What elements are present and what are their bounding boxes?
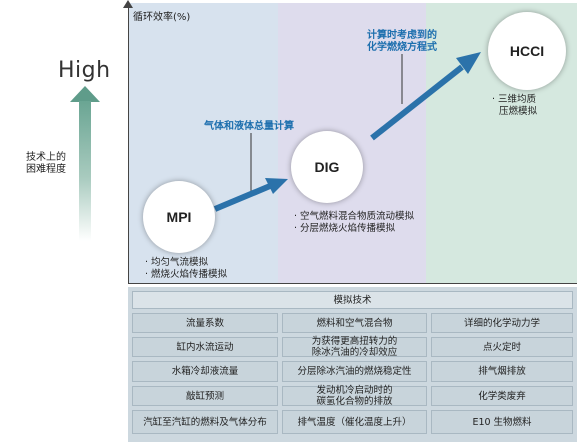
difficulty-label: 技术上的 困难程度 [18, 152, 74, 176]
dig-note-2: · 分层燃烧火焰传播模拟 [294, 223, 396, 234]
table-cell: 排气温度（催化温度上升） [282, 410, 427, 434]
x-axis [128, 283, 577, 284]
mpi-to-dig-label: 气体和液体总量计算 [204, 121, 294, 132]
dig-to-hcci-label-1: 计算时考虑到的 [367, 30, 437, 41]
table-cell: 分层除冰汽油的燃烧稳定性 [282, 361, 427, 382]
table-cell: 敲缸预测 [132, 386, 278, 406]
table-cell: 水箱冷却液流量 [132, 361, 278, 382]
table-cell: 排气烟排放 [431, 361, 573, 382]
mpi-note-2: · 燃烧火焰传播模拟 [145, 269, 228, 280]
y-axis [128, 6, 129, 284]
table-cell: 流量系数 [132, 313, 278, 333]
table-cell: 详细的化学动力学 [431, 313, 573, 333]
table-cell: 汽缸至汽缸的燃料及气体分布 [132, 410, 278, 434]
mpi-to-dig-arrow-shaft [213, 183, 272, 212]
up-arrow-icon [70, 86, 100, 102]
up-arrow-shaft [79, 101, 91, 241]
table-cell: 为获得更高扭转力的 除冰汽油的冷却效应 [282, 336, 427, 358]
stage-hcci: HCCI [488, 12, 566, 90]
table-cell: E10 生物燃料 [431, 410, 573, 434]
table-cell: 点火定时 [431, 337, 573, 357]
stage-mpi: MPI [143, 181, 215, 253]
mpi-note-1: · 均匀气流模拟 [145, 257, 209, 268]
y-axis-label: 循环效率(%) [133, 12, 191, 23]
difficulty-label-line2: 困难程度 [26, 164, 66, 175]
diagonal-arrow-icon [456, 52, 481, 74]
dig-note-1: · 空气燃料混合物质流动模拟 [294, 211, 415, 222]
diagonal-arrow-icon [265, 178, 288, 194]
simulation-table-header: 模拟技术 [132, 291, 573, 309]
dig-to-hcci-label-2: 化学燃烧方程式 [367, 42, 437, 53]
table-cell: 燃料和空气混合物 [282, 313, 427, 333]
y-axis-arrow-icon [123, 0, 133, 8]
hcci-note-1: · 三维均质 [492, 94, 537, 105]
table-cell: 缸内水流运动 [132, 337, 278, 357]
dig-to-hcci-arrow-shaft [370, 64, 464, 141]
table-cell: 化学类废弃 [431, 386, 573, 406]
difficulty-label-line1: 技术上的 [26, 152, 66, 163]
high-label: High [58, 58, 111, 83]
hcci-note-2: 压燃模拟 [499, 106, 538, 117]
stage-dig: DIG [291, 131, 363, 203]
table-cell: 发动机冷启动时的 碳氢化合物的排放 [282, 385, 427, 407]
